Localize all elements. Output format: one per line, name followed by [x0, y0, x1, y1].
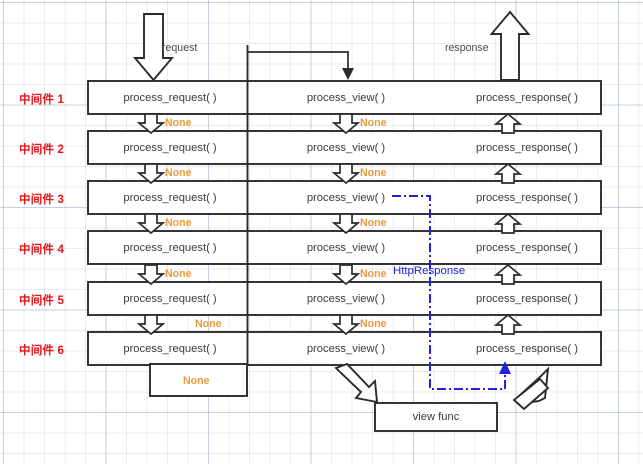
- request-down-arrow-2: [136, 163, 166, 185]
- none-box-bottom: [149, 363, 248, 397]
- row-box-4: [87, 230, 602, 265]
- cell-process-view-6: process_view( ): [306, 343, 386, 355]
- http-response-label: HttpResponse: [393, 265, 466, 277]
- none-view-3: None: [360, 217, 387, 229]
- request-down-arrow-4: [136, 264, 166, 286]
- row-label-3: 中间件 3: [19, 194, 65, 206]
- cell-process-response-4: process_response( ): [476, 242, 578, 254]
- cell-process-response-1: process_response( ): [476, 92, 578, 104]
- cell-process-view-4: process_view( ): [306, 242, 386, 254]
- request-down-arrow-5: [136, 314, 166, 336]
- cell-process-response-2: process_response( ): [476, 142, 578, 154]
- response-label: response: [445, 42, 489, 54]
- response-up-arrow-5: [493, 313, 523, 335]
- cell-process-request-6: process_request( ): [123, 343, 217, 355]
- none-view-4: None: [360, 268, 387, 280]
- request-down-arrows: [136, 113, 166, 336]
- row-label-1: 中间件 1: [19, 94, 65, 106]
- none-bottom-box-label: None: [183, 375, 210, 387]
- request-down-arrow-1: [136, 113, 166, 135]
- none-request-4: None: [165, 268, 192, 280]
- request-down-arrow-3: [136, 213, 166, 235]
- cell-process-view-1: process_view( ): [306, 92, 386, 104]
- cell-process-request-1: process_request( ): [123, 92, 217, 104]
- view-down-arrow-2: [331, 163, 361, 185]
- response-arrow: [489, 10, 531, 81]
- response-up-arrow-2: [493, 162, 523, 184]
- view-func-label: view func: [412, 411, 460, 423]
- request-to-view-arrowhead: [342, 68, 354, 80]
- cell-process-request-3: process_request( ): [123, 192, 217, 204]
- response-up-arrows: [493, 112, 523, 335]
- cell-process-view-5: process_view( ): [306, 293, 386, 305]
- http-response-path: [392, 195, 506, 390]
- request-label: request: [162, 42, 198, 54]
- view-down-arrow-1: [331, 113, 361, 135]
- request-to-view-connector: [248, 51, 349, 72]
- cell-process-request-4: process_request( ): [123, 242, 217, 254]
- view-down-arrow-5: [331, 314, 361, 336]
- row-box-1: [87, 80, 602, 115]
- cell-process-response-3: process_response( ): [476, 192, 578, 204]
- row-label-4: 中间件 4: [19, 244, 65, 256]
- none-request-1: None: [165, 117, 192, 129]
- cell-process-response-6: process_response( ): [476, 343, 578, 355]
- none-view-1: None: [360, 117, 387, 129]
- row-label-6: 中间件 6: [19, 345, 65, 357]
- row-box-6: [87, 331, 602, 366]
- cell-process-response-5: process_response( ): [476, 293, 578, 305]
- none-request-2: None: [165, 167, 192, 179]
- cell-process-request-2: process_request( ): [123, 142, 217, 154]
- none-view-5: None: [360, 318, 387, 330]
- row-box-2: [87, 130, 602, 165]
- view-func-box: [374, 402, 498, 432]
- response-up-arrow-4: [493, 263, 523, 285]
- none-request-3: None: [165, 217, 192, 229]
- none-view-2: None: [360, 167, 387, 179]
- row-label-2: 中间件 2: [19, 144, 65, 156]
- none-request-5: None: [195, 318, 222, 330]
- view-down-arrow-3: [331, 213, 361, 235]
- request-arrow: [132, 13, 175, 82]
- cell-process-view-2: process_view( ): [306, 142, 386, 154]
- from-view-func-arrow-tail: [512, 377, 550, 411]
- http-response-arrowhead: [499, 361, 511, 374]
- view-down-arrows: [331, 113, 361, 336]
- row-label-5: 中间件 5: [19, 295, 65, 307]
- response-up-arrow-3: [493, 212, 523, 234]
- to-view-func-arrow: [334, 362, 379, 404]
- cell-process-request-5: process_request( ): [123, 293, 217, 305]
- cell-process-view-3: process_view( ): [306, 192, 386, 204]
- response-up-arrow-1: [493, 112, 523, 134]
- view-down-arrow-4: [331, 264, 361, 286]
